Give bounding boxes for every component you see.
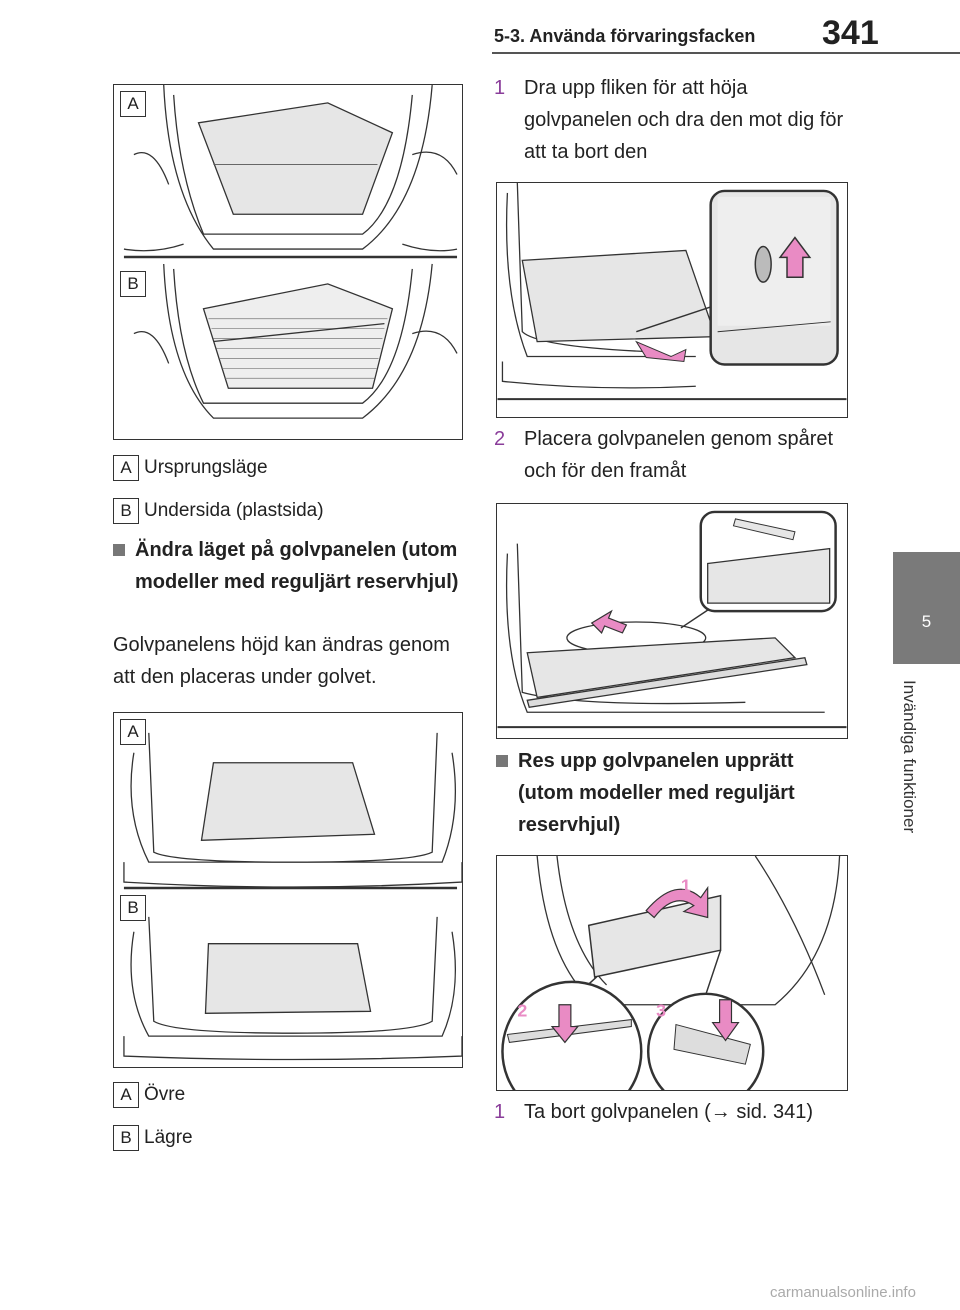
callout-2: 2 (517, 1001, 527, 1021)
trunk-illustration (123, 85, 458, 419)
heading-change-position: Ändra läget på golvpanelen (utom modelle… (113, 534, 463, 598)
figure-label-b: B (120, 895, 146, 921)
trunk-height-illustration (123, 732, 462, 1061)
slide-panel-illustration (497, 510, 847, 729)
step-2-place-panel: 2 Placera golvpanelen genom spåret och f… (494, 428, 834, 482)
step-1-remove-panel-ref: 1 Ta bort golvpanelen (→ sid. 341) (494, 1101, 814, 1123)
lift-tab-illustration (497, 183, 847, 401)
heading-raise-upright: Res upp golvpanelen upprätt (utom modell… (496, 745, 851, 841)
figure-floor-panel-sides: A B (113, 84, 463, 440)
figure-floor-height: A B (113, 712, 463, 1068)
figure-label-b: B (120, 271, 146, 297)
chapter-tab: 5 (893, 552, 960, 664)
raise-upright-illustration: 1 2 3 (501, 856, 841, 1090)
page-number: 341 (822, 14, 879, 52)
section-title: 5-3. Använda förvaringsfacken (494, 26, 756, 46)
figure-raise-upright: 1 2 3 (496, 855, 848, 1091)
body-height-adjust: Golvpanelens höjd kan ändras genom att d… (113, 634, 450, 688)
figure-slide-panel (496, 503, 848, 739)
callout-1: 1 (681, 876, 691, 896)
figure-label-a: A (120, 91, 146, 117)
step-1-remove-panel: 1 Dra upp fliken för att höja golvpanele… (494, 77, 844, 163)
figure-label-a: A (120, 719, 146, 745)
chapter-label: Invändiga funktioner (900, 680, 919, 834)
chapter-number: 5 (921, 612, 932, 631)
footer-watermark: carmanualsonline.info (770, 1284, 916, 1301)
header-divider (492, 52, 960, 54)
callout-3: 3 (656, 1001, 666, 1021)
figure-lift-tab (496, 182, 848, 418)
